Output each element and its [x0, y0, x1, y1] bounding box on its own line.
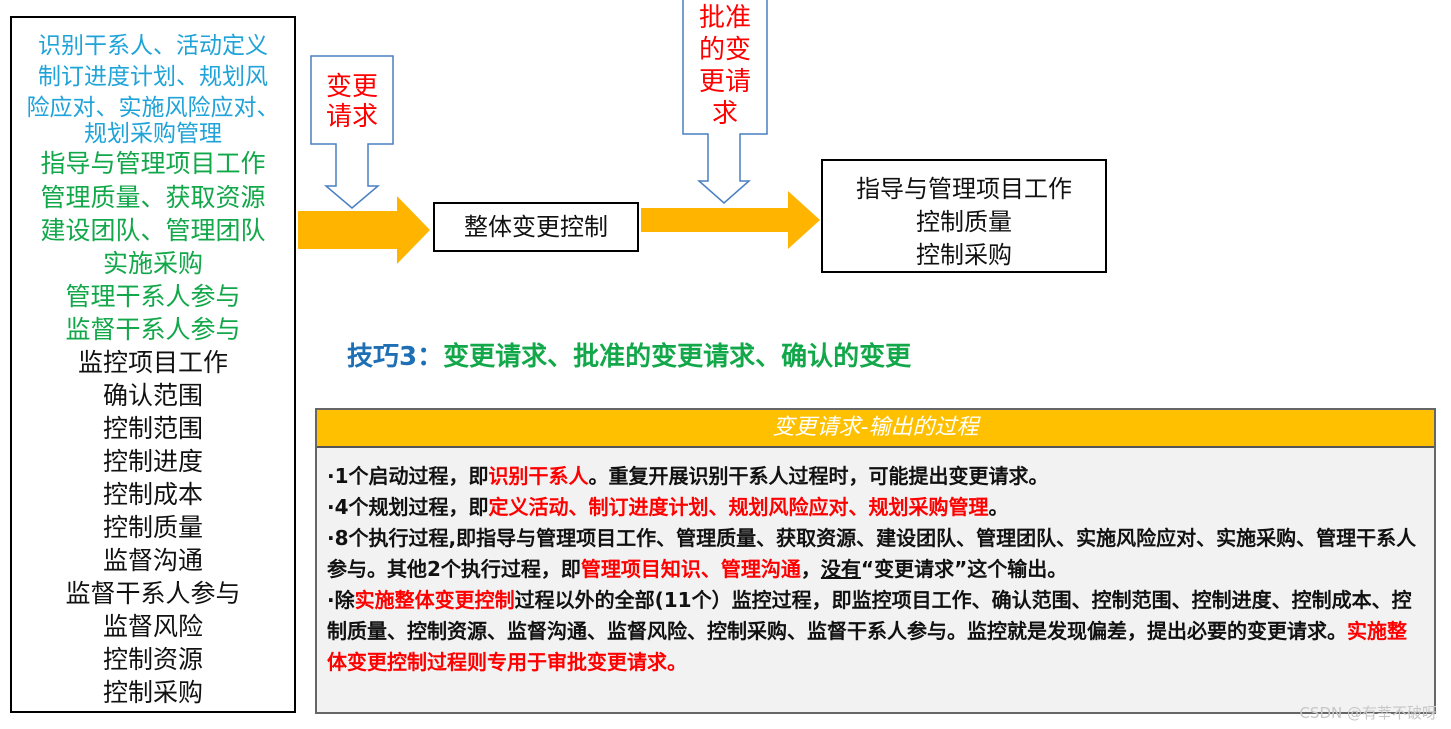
process-line-black: 控制成本	[102, 480, 203, 509]
callout-line: 请求	[325, 102, 378, 132]
process-line-blue: 规划采购管理	[84, 121, 222, 147]
highlight-text: 管理项目知识、管理沟通	[580, 557, 801, 581]
text: “变更请求”这个输出。	[860, 557, 1068, 581]
process-line-black: 控制资源	[102, 645, 203, 674]
callout-line: 的变	[698, 35, 751, 65]
process-line-green: 管理质量、获取资源	[40, 183, 266, 212]
output-process-box: 指导与管理项目工作 控制质量 控制采购	[821, 159, 1107, 273]
highlight-text: 实施整体变更控制	[354, 588, 515, 612]
output-line: 控制采购	[916, 241, 1012, 269]
process-line-green: 管理干系人参与	[65, 282, 241, 311]
yellow-arrow-right	[641, 191, 820, 249]
process-line-green: 指导与管理项目工作	[40, 149, 266, 178]
text: ·4个规划过程，即	[327, 495, 489, 519]
process-line-black: 监督风险	[102, 612, 203, 641]
process-line-blue: 险应对、实施风险应对、	[26, 95, 280, 121]
callout-line: 求	[711, 99, 738, 129]
process-line-black: 监督沟通	[102, 546, 203, 575]
callout-line: 变更	[325, 72, 378, 102]
process-line-green: 监督干系人参与	[65, 315, 241, 344]
paragraph-monitoring: ·除实施整体变更控制过程以外的全部(11个）监控过程，即监控项目工作、确认范围、…	[327, 585, 1426, 678]
callout-line: 批准	[698, 3, 751, 33]
process-line-black: 控制质量	[102, 513, 203, 542]
process-line-black: 监督干系人参与	[65, 579, 241, 608]
paragraph-initiating: ·1个启动过程，即识别干系人。重复开展识别干系人过程时，可能提出变更请求。	[327, 461, 1426, 492]
process-line-green: 建设团队、管理团队	[40, 216, 266, 245]
tip-title: 技巧3：变更请求、批准的变更请求、确认的变更	[347, 336, 911, 373]
approved-change-label: 批准 的变 更请 求	[683, 2, 767, 130]
process-line-black: 监控项目工作	[77, 348, 228, 377]
text: ·除	[327, 588, 355, 612]
callout-line: 更请	[698, 67, 751, 97]
text: ，	[800, 557, 821, 581]
text: 。重复开展识别干系人过程时，可能提出变更请求。	[588, 464, 1049, 488]
process-line-black: 控制进度	[102, 447, 203, 476]
output-line: 指导与管理项目工作	[856, 175, 1072, 203]
panel-body: ·1个启动过程，即识别干系人。重复开展识别干系人过程时，可能提出变更请求。 ·4…	[327, 461, 1426, 678]
panel-header: 变更请求-输出的过程	[317, 410, 1434, 448]
process-line-black: 控制范围	[102, 414, 203, 443]
underlined-text: 没有	[820, 557, 861, 581]
yellow-arrow-left	[298, 196, 430, 264]
text: 过程以外的全部(11个）监控过程，即监控项目工作、确认范围、控制范围、控制进度、…	[327, 588, 1412, 643]
change-request-callout	[310, 55, 394, 209]
process-line-blue: 制订进度计划、规划风	[38, 64, 268, 90]
integrated-change-control-box: 整体变更控制	[433, 202, 639, 252]
paragraph-planning: ·4个规划过程，即定义活动、制订进度计划、规划风险应对、规划采购管理。	[327, 492, 1426, 523]
watermark: CSDN @有莘不破呀	[1299, 704, 1437, 722]
output-line: 控制质量	[916, 208, 1012, 236]
highlight-text: 识别干系人	[488, 464, 589, 488]
text: 。	[988, 495, 1009, 519]
highlight-text: 定义活动、制订进度计划、规划风险应对、规划采购管理	[488, 495, 989, 519]
tip-text: 变更请求、批准的变更请求、确认的变更	[443, 342, 912, 372]
paragraph-executing: ·8个执行过程,即指导与管理项目工作、管理质量、获取资源、建设团队、管理团队、实…	[327, 523, 1426, 585]
highlight-text: 实施整体变更控制过程则专用于审批变更请求。	[327, 619, 1407, 674]
text: ·8个执行过程,即指导与管理项目工作、管理质量、获取资源、建设团队、管理团队、实…	[327, 526, 1417, 581]
tip-prefix: 技巧3：	[347, 342, 444, 372]
approved-change-callout	[682, 0, 768, 204]
text: ·1个启动过程，即	[327, 464, 489, 488]
process-list-box: 识别干系人、活动定义 制订进度计划、规划风 险应对、实施风险应对、 规划采购管理…	[10, 16, 296, 713]
process-line-black: 控制采购	[102, 678, 203, 707]
process-line-blue: 识别干系人、活动定义	[38, 33, 268, 59]
process-line-black: 确认范围	[102, 381, 203, 410]
process-line-green: 实施采购	[102, 249, 203, 278]
change-request-output-panel: 变更请求-输出的过程 ·1个启动过程，即识别干系人。重复开展识别干系人过程时，可…	[315, 408, 1436, 714]
change-request-label: 变更 请求	[311, 72, 393, 132]
